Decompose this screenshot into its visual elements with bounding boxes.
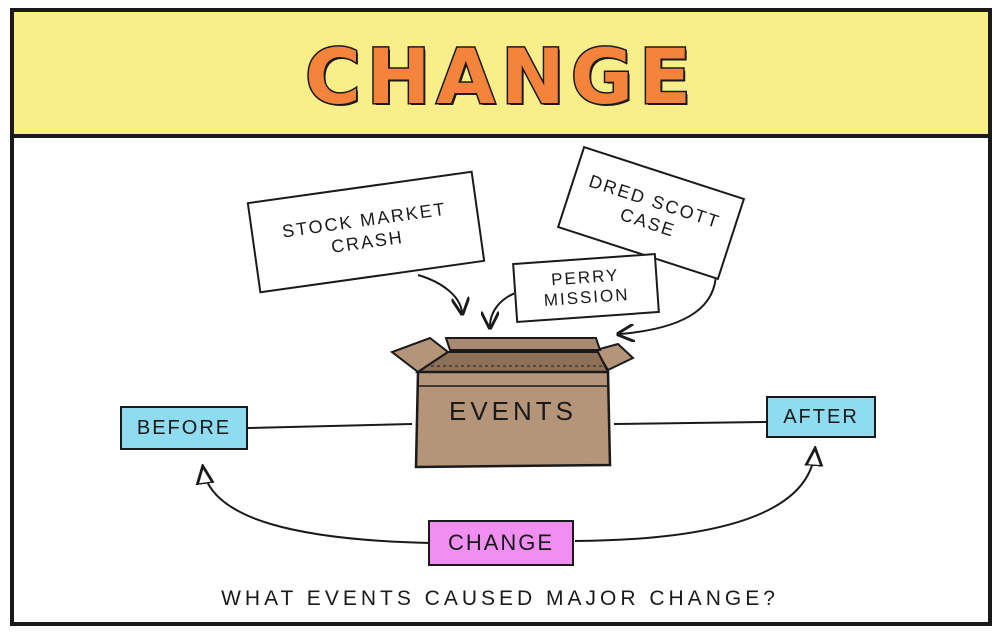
page-title: CHANGE	[303, 31, 698, 123]
change-to-before-arrow	[203, 468, 431, 544]
change-to-after-arrow	[574, 450, 815, 542]
box-body	[414, 370, 612, 469]
perry-mission-note: PERRY MISSION	[512, 253, 660, 323]
stock-market-crash-text: STOCK MARKET CRASH	[280, 199, 448, 257]
before-tag: BEFORE	[120, 406, 248, 450]
change-tag: CHANGE	[428, 520, 574, 566]
question-text: WHAT EVENTS CAUSED MAJOR CHANGE?	[221, 587, 779, 610]
box-opening	[414, 351, 610, 373]
before-connector-line	[247, 423, 413, 429]
events-label: EVENTS	[448, 396, 578, 426]
change-label: CHANGE	[447, 529, 555, 555]
events-box	[389, 336, 635, 469]
box-back-flap	[444, 337, 602, 351]
dred-scott-arrow	[620, 267, 718, 334]
after-label: AFTER	[783, 406, 859, 428]
title-banner: CHANGE	[14, 12, 988, 138]
stock-crash-arrow	[417, 274, 462, 312]
before-label: BEFORE	[136, 417, 232, 439]
after-connector-line	[613, 421, 767, 425]
after-tag: AFTER	[766, 396, 876, 438]
perry-mission-text: PERRY MISSION	[543, 265, 631, 310]
